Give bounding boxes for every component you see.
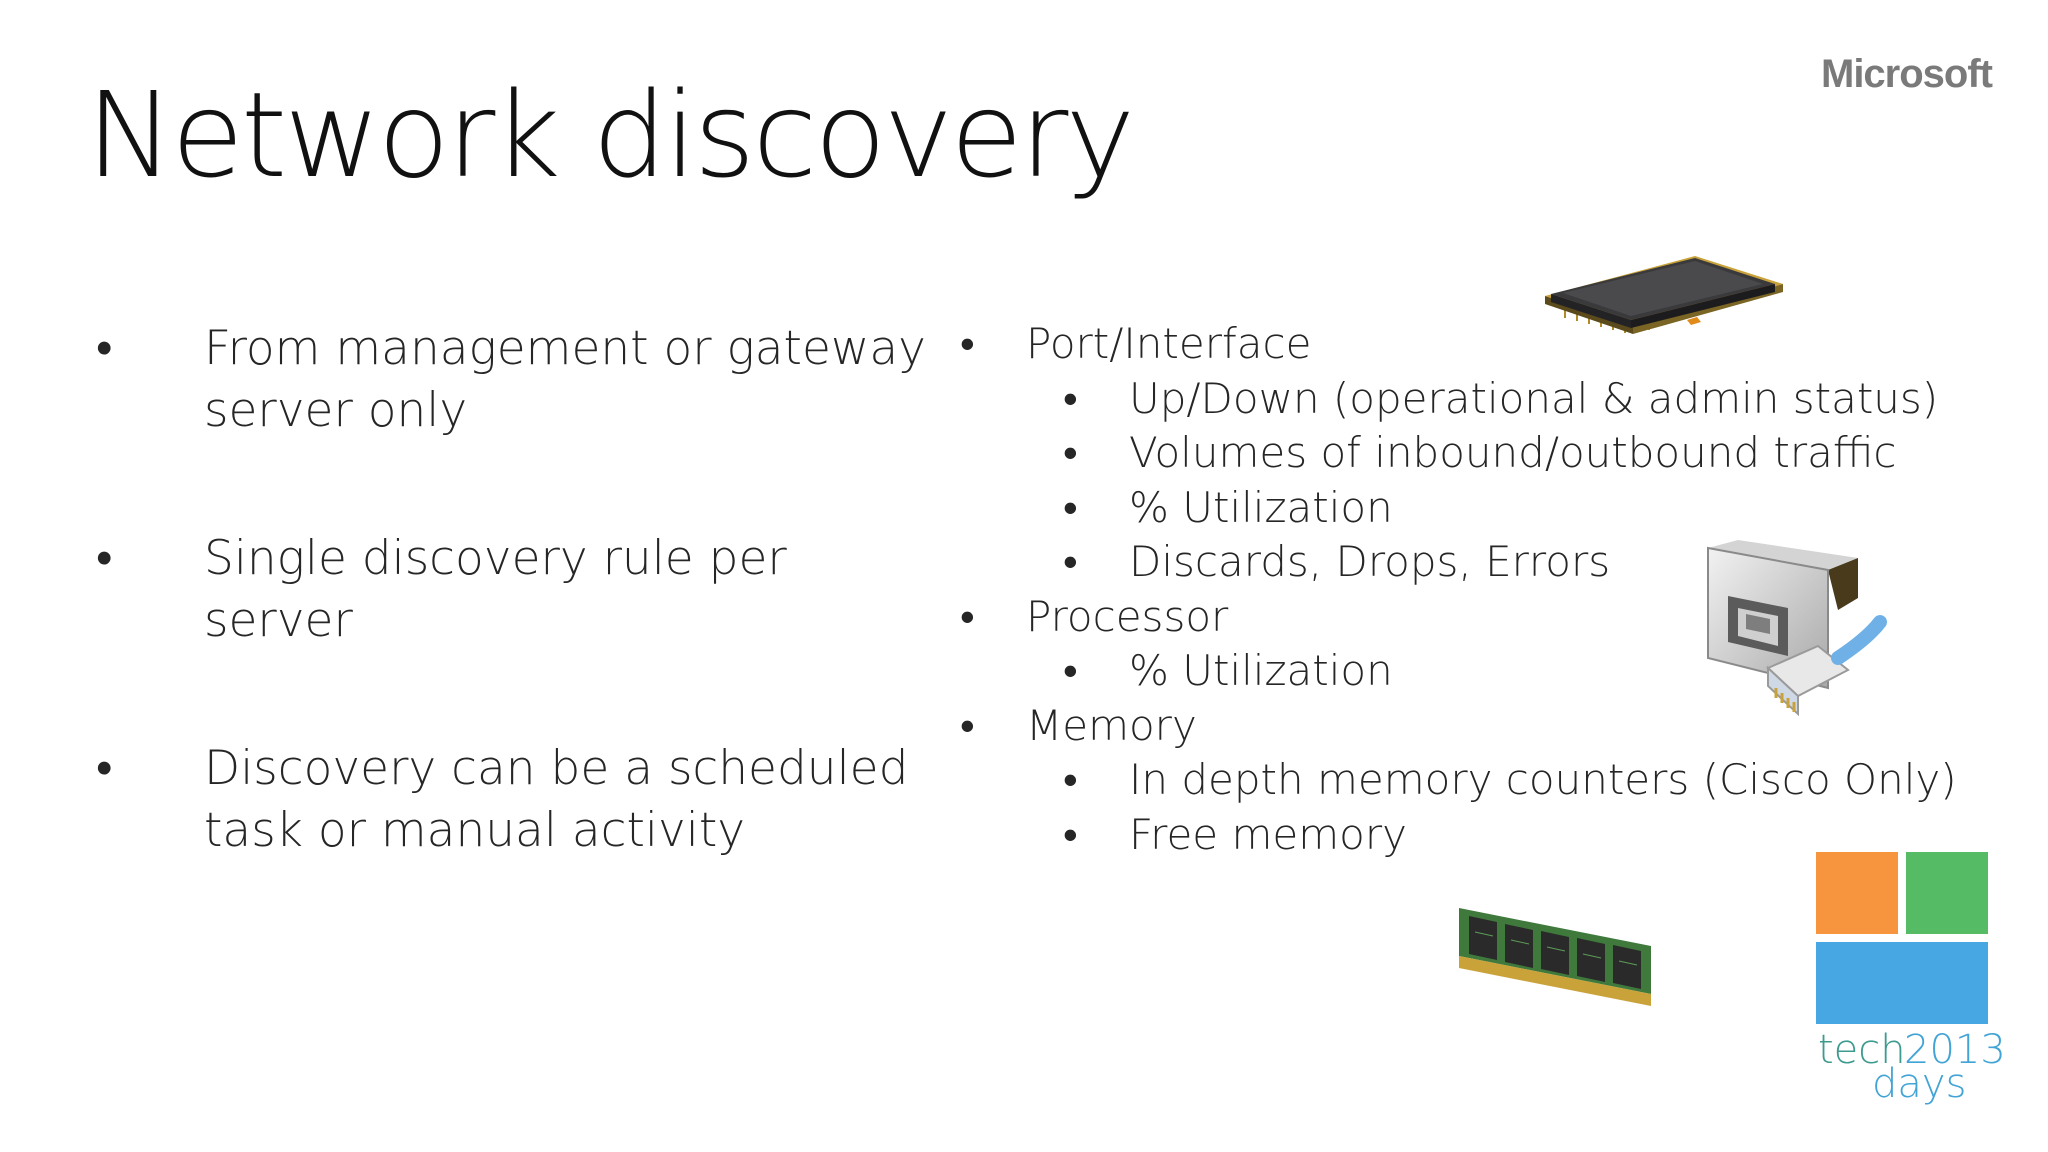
list-item-text: Up/Down (operational & admin status) — [1129, 373, 1939, 423]
logo-word-days: days — [1872, 1061, 1967, 1107]
techdays-logo: tech 2013 days — [1816, 852, 2006, 1112]
bullet-glyph: • — [1063, 482, 1078, 532]
list-item: • Processor — [960, 590, 1920, 645]
bullet-glyph: • — [96, 321, 113, 376]
list-item-text: Discovery can be a scheduled task or man… — [204, 741, 909, 858]
list-item-text: Free memory — [1129, 809, 1407, 859]
microsoft-logo: Microsoft — [1821, 52, 1993, 96]
memory-heading: Memory — [1026, 700, 1197, 750]
list-item: • Free memory — [960, 808, 1920, 863]
list-item: • In depth memory counters (Cisco Only) — [960, 753, 1957, 808]
list-item: • % Utilization — [960, 644, 1920, 699]
logo-orange-square — [1816, 852, 1898, 934]
network-adapter-icon — [1707, 540, 1887, 717]
bullet-glyph: • — [1063, 428, 1078, 477]
bullet-glyph: • — [1063, 373, 1078, 423]
cpu-chip-icon — [1545, 256, 1783, 334]
list-item: • From management or gateway server only — [96, 318, 936, 442]
bullet-glyph: • — [1063, 809, 1078, 859]
list-item: • Up/Down (operational & admin status) — [960, 372, 1938, 427]
left-bullet-list: •From management or gateway server only … — [96, 318, 936, 862]
bullet-glyph: • — [96, 531, 113, 586]
list-item-text: From management or gateway server only — [204, 321, 926, 438]
list-item: • Volumes of inbound/outbound traffic — [960, 426, 1920, 481]
list-item: • Discards, Drops, Errors — [960, 535, 1920, 590]
port-interface-heading: Port/Interface — [1026, 319, 1312, 368]
bullet-glyph: • — [960, 700, 975, 750]
list-item-text: Discards, Drops, Errors — [1129, 537, 1611, 586]
ram-module-icon — [1459, 908, 1651, 1006]
logo-year: 2013 — [1904, 1027, 2006, 1073]
list-item-text: % Utilization — [1129, 482, 1393, 532]
slide-title: Network discovery — [86, 66, 1135, 204]
list-item-text: In depth memory counters (Cisco Only) — [1129, 755, 1957, 804]
list-item: • Memory — [960, 699, 1920, 754]
list-item-text: Single discovery rule per server — [204, 531, 787, 648]
list-item-text: Volumes of inbound/outbound traffic — [1129, 428, 1897, 477]
list-item: • Port/Interface — [960, 317, 1920, 372]
processor-heading: Processor — [1026, 591, 1229, 641]
bullet-glyph: • — [960, 591, 975, 641]
logo-blue-bar — [1816, 942, 1988, 1024]
bullet-glyph: • — [1063, 537, 1078, 586]
list-item-text: % Utilization — [1129, 646, 1393, 695]
bullet-glyph: • — [960, 319, 975, 368]
bullet-glyph: • — [1063, 755, 1078, 804]
list-item: • Single discovery rule per server — [96, 528, 936, 652]
logo-green-square — [1906, 852, 1988, 934]
bullet-glyph: • — [1063, 646, 1078, 695]
right-bullet-list: • Port/Interface • Up/Down (operational & … — [960, 317, 1957, 863]
bullet-glyph: • — [96, 741, 113, 796]
list-item: • % Utilization — [960, 481, 1920, 536]
logo-word-tech: tech — [1818, 1027, 1906, 1073]
list-item: • Discovery can be a scheduled task or ma… — [96, 738, 936, 862]
